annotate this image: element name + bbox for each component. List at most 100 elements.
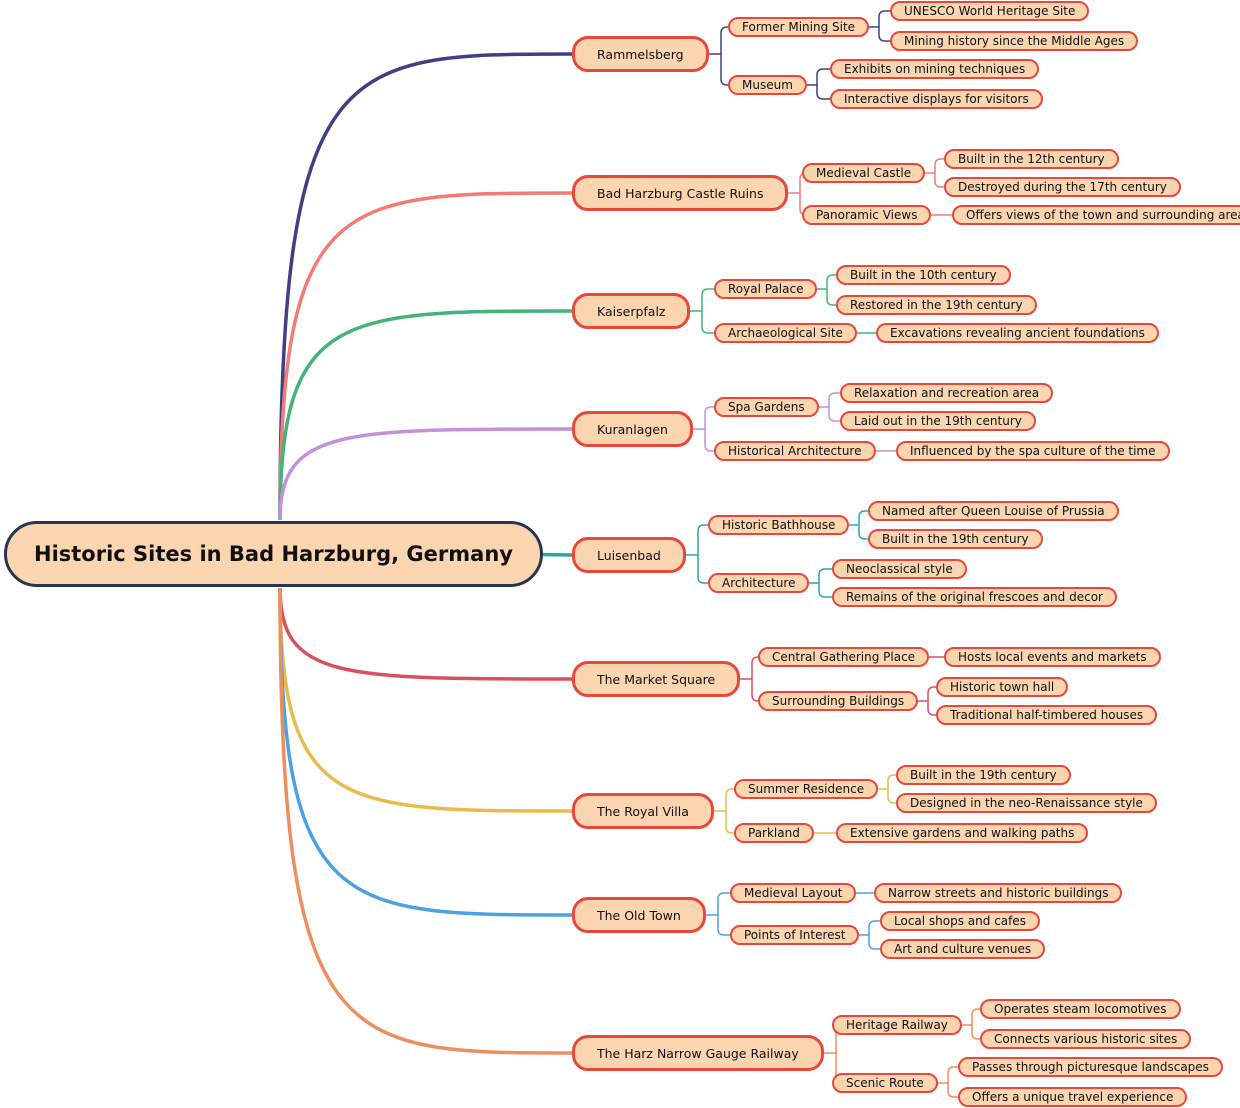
subtopic-historical-architecture[interactable]: Historical Architecture <box>714 441 876 461</box>
leaf-topic[interactable]: Destroyed during the 17th century <box>944 177 1181 197</box>
subtopic-spa-gardens[interactable]: Spa Gardens <box>714 397 819 417</box>
branch-kaiserpfalz[interactable]: Kaiserpfalz <box>572 293 691 329</box>
branch-the-old-town[interactable]: The Old Town <box>572 897 706 933</box>
branch-the-royal-villa[interactable]: The Royal Villa <box>572 793 714 829</box>
leaf-topic[interactable]: Passes through picturesque landscapes <box>958 1057 1223 1077</box>
subtopic-connector <box>704 406 714 429</box>
subtopic-connector <box>725 811 734 834</box>
leaf-connector <box>878 10 890 27</box>
leaf-connector <box>858 525 868 540</box>
branch-connector <box>278 191 573 521</box>
leaf-topic[interactable]: Art and culture venues <box>880 939 1046 959</box>
subtopic-architecture[interactable]: Architecture <box>708 573 810 593</box>
leaf-topic[interactable]: UNESCO World Heritage Site <box>890 1 1090 21</box>
branch-connector <box>278 587 573 1055</box>
branch-connector <box>278 427 573 521</box>
subtopic-connector <box>720 26 728 54</box>
branch-connector <box>278 52 573 521</box>
branch-connector <box>278 309 573 521</box>
leaf-topic[interactable]: Interactive displays for visitors <box>830 89 1043 109</box>
leaf-topic[interactable]: Neoclassical style <box>832 559 967 579</box>
leaf-connector <box>828 407 840 422</box>
leaf-topic[interactable]: Traditional half-timbered houses <box>936 705 1158 725</box>
leaf-connector <box>971 1025 980 1040</box>
subtopic-connector <box>720 54 728 86</box>
leaf-connector <box>934 158 944 173</box>
subtopic-heritage-railway[interactable]: Heritage Railway <box>832 1015 962 1035</box>
leaf-connector <box>818 568 832 583</box>
leaf-topic[interactable]: Historic town hall <box>936 677 1069 697</box>
leaf-connector <box>816 85 830 100</box>
leaf-topic[interactable]: Mining history since the Middle Ages <box>890 31 1139 51</box>
leaf-topic[interactable]: Offers views of the town and surrounding… <box>952 205 1240 225</box>
leaf-topic[interactable]: Connects various historic sites <box>980 1029 1192 1049</box>
leaf-topic[interactable]: Designed in the neo-Renaissance style <box>896 793 1157 813</box>
leaf-topic[interactable]: Relaxation and recreation area <box>840 383 1054 403</box>
branch-bad-harzburg-castle-ruins[interactable]: Bad Harzburg Castle Ruins <box>572 175 789 211</box>
leaf-topic[interactable]: Narrow streets and historic buildings <box>874 883 1123 903</box>
subtopic-museum[interactable]: Museum <box>728 75 807 95</box>
subtopic-scenic-route[interactable]: Scenic Route <box>832 1073 938 1093</box>
subtopic-panoramic-views[interactable]: Panoramic Views <box>802 205 932 225</box>
root-topic[interactable]: Historic Sites in Bad Harzburg, Germany <box>4 521 543 587</box>
subtopic-connector <box>717 915 730 936</box>
leaf-connector <box>934 173 944 188</box>
leaf-connector <box>927 701 936 716</box>
leaf-topic[interactable]: Local shops and cafes <box>880 911 1040 931</box>
leaf-topic[interactable]: Extensive gardens and walking paths <box>836 823 1089 843</box>
subtopic-connector <box>751 679 759 702</box>
leaf-topic[interactable]: Hosts local events and markets <box>944 647 1161 667</box>
leaf-topic[interactable]: Built in the 12th century <box>944 149 1119 169</box>
subtopic-connector <box>697 555 708 584</box>
leaf-connector <box>826 274 836 289</box>
leaf-topic[interactable]: Laid out in the 19th century <box>840 411 1036 431</box>
subtopic-medieval-castle[interactable]: Medieval Castle <box>802 163 926 183</box>
leaf-connector <box>868 920 880 935</box>
subtopic-medieval-layout[interactable]: Medieval Layout <box>730 883 857 903</box>
subtopic-historic-bathhouse[interactable]: Historic Bathhouse <box>708 515 850 535</box>
leaf-connector <box>818 583 832 598</box>
leaf-topic[interactable]: Influenced by the spa culture of the tim… <box>896 441 1170 461</box>
leaf-connector <box>816 68 830 85</box>
leaf-topic[interactable]: Excavations revealing ancient foundation… <box>876 323 1159 343</box>
leaf-topic[interactable]: Built in the 19th century <box>868 529 1043 549</box>
subtopic-connector <box>725 788 734 811</box>
leaf-topic[interactable]: Built in the 10th century <box>836 265 1011 285</box>
leaf-connector <box>927 686 936 701</box>
leaf-connector <box>826 289 836 306</box>
subtopic-surrounding-buildings[interactable]: Surrounding Buildings <box>758 691 919 711</box>
subtopic-points-of-interest[interactable]: Points of Interest <box>730 925 860 945</box>
branch-connector <box>278 587 573 917</box>
leaf-connector <box>887 774 896 789</box>
branch-the-market-square[interactable]: The Market Square <box>572 661 741 697</box>
subtopic-connector <box>751 656 759 679</box>
leaf-connector <box>947 1066 958 1083</box>
subtopic-summer-residence[interactable]: Summer Residence <box>734 779 879 799</box>
branch-rammelsberg[interactable]: Rammelsberg <box>572 36 709 72</box>
leaf-connector <box>947 1083 958 1098</box>
subtopic-parkland[interactable]: Parkland <box>734 823 814 843</box>
leaf-topic[interactable]: Exhibits on mining techniques <box>830 59 1040 79</box>
leaf-topic[interactable]: Restored in the 19th century <box>836 295 1037 315</box>
leaf-connector <box>828 392 840 407</box>
subtopic-connector <box>701 311 714 334</box>
leaf-topic[interactable]: Operates steam locomotives <box>980 999 1181 1019</box>
leaf-connector <box>887 789 896 804</box>
subtopic-central-gathering-place[interactable]: Central Gathering Place <box>758 647 930 667</box>
leaf-topic[interactable]: Built in the 19th century <box>896 765 1071 785</box>
branch-connector <box>278 587 573 681</box>
subtopic-connector <box>717 892 730 915</box>
subtopic-connector <box>697 524 708 555</box>
leaf-connector <box>858 510 868 525</box>
subtopic-former-mining-site[interactable]: Former Mining Site <box>728 17 870 37</box>
subtopic-connector <box>701 288 714 311</box>
branch-luisenbad[interactable]: Luisenbad <box>572 537 686 573</box>
subtopic-royal-palace[interactable]: Royal Palace <box>714 279 818 299</box>
leaf-topic[interactable]: Offers a unique travel experience <box>958 1087 1188 1107</box>
leaf-topic[interactable]: Remains of the original frescoes and dec… <box>832 587 1117 607</box>
leaf-topic[interactable]: Named after Queen Louise of Prussia <box>868 501 1119 521</box>
leaf-connector <box>878 27 890 42</box>
subtopic-archaeological-site[interactable]: Archaeological Site <box>714 323 857 343</box>
branch-kuranlagen[interactable]: Kuranlagen <box>572 411 693 447</box>
branch-the-harz-narrow-gauge-railway[interactable]: The Harz Narrow Gauge Railway <box>572 1035 824 1071</box>
